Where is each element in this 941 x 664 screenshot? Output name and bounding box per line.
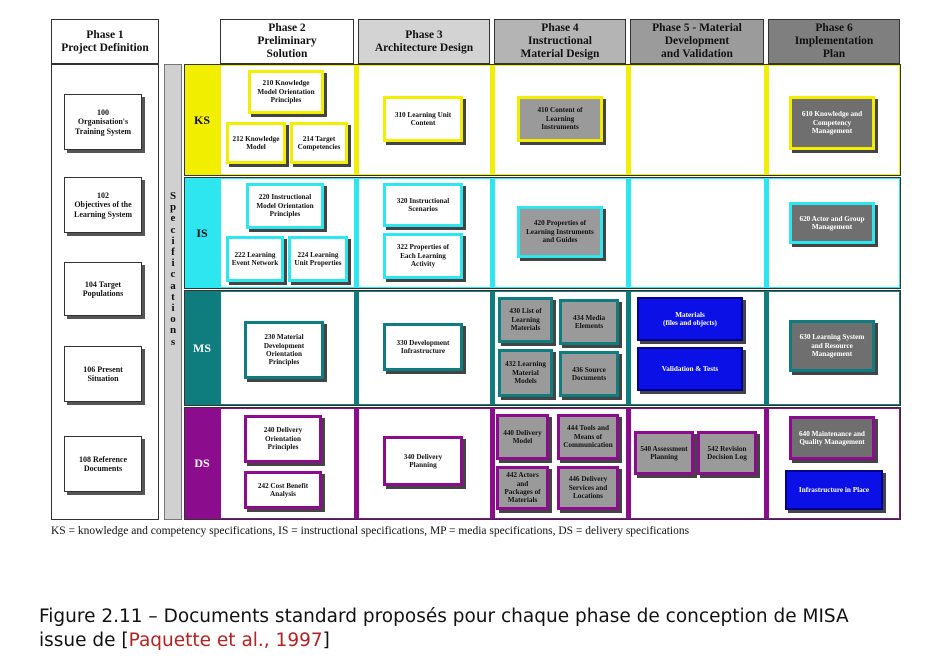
caption-line-1: Figure 2.11 – Documents standard proposé… [39, 606, 849, 627]
phase5-header: Phase 5 - Material Development and Valid… [630, 19, 764, 64]
box-630: 630 Learning System and Resource Managem… [789, 320, 875, 372]
caption-bracket-open: [ [121, 630, 129, 651]
is-label: IS [196, 225, 208, 240]
box-444: 444 Tools and Means of Communication [557, 414, 619, 460]
box-446: 446 Delivery Services and Locations [557, 466, 619, 510]
box-320: 320 Instructional Scenarios [383, 183, 463, 227]
phase6-header: Phase 6 Implementation Plan [768, 19, 900, 64]
phase1-box-106: 106 Present Situation [64, 346, 142, 402]
phase1-box-104: 104 Target Populations [64, 262, 142, 316]
caption-line-2: issue de [Paquette et al., 1997] [39, 629, 919, 653]
ms-label: MS [193, 340, 211, 355]
citation-link[interactable]: Paquette et al., 1997 [128, 630, 323, 651]
box-542: 542 Revision Decision Log [697, 431, 757, 475]
box-640: 640 Maintenance and Quality Management [789, 416, 875, 460]
figure-footnote: KS = knowledge and competency specificat… [51, 525, 690, 537]
box-620: 620 Actor and Group Management [789, 202, 875, 244]
box-340: 340 Delivery Planning [383, 436, 463, 486]
phase2-header: Phase 2 Preliminary Solution [220, 19, 354, 64]
box-240: 240 Delivery Orientation Principles [244, 415, 322, 463]
box-540: 540 Assessment Planning [634, 431, 694, 475]
box-322: 322 Properties of Each Learning Activity [383, 233, 463, 279]
box-310: 310 Learning Unit Content [383, 96, 463, 142]
box-434: 434 Media Elements [559, 299, 619, 345]
box-230: 230 Material Development Orientation Pri… [244, 321, 324, 379]
specifications-bar: S p e c i f i c a t i o n s [164, 64, 182, 520]
phase3-header: Phase 3 Architecture Design [358, 19, 490, 64]
infrastructure-box: Infrastructure in Place [785, 470, 883, 510]
cell-is-p5 [631, 179, 764, 287]
box-242: 242 Cost Benefit Analysis [244, 471, 322, 509]
box-224: 224 Learning Unit Properties [288, 236, 348, 282]
caption-bracket-close: ] [322, 630, 330, 651]
phase4-header: Phase 4 Instructional Material Design [494, 19, 626, 64]
ks-label: KS [193, 112, 210, 127]
box-436: 436 Source Documents [559, 351, 619, 397]
box-330: 330 Development Infrastructure [383, 323, 463, 371]
phase1-box-108: 108 Reference Documents [64, 436, 142, 492]
box-410: 410 Content of Learning Instruments [517, 96, 603, 142]
box-212: 212 Knowledge Model [226, 122, 286, 164]
validation-box: Validation & Tests [637, 347, 743, 391]
phase1-header: Phase 1 Project Definition [51, 19, 159, 64]
box-430: 430 List of Learning Materials [498, 297, 553, 343]
phase1-box-102: 102 Objectives of the Learning System [64, 177, 142, 233]
phase1-box-100: 100 Organisation's Training System [64, 94, 142, 150]
caption-prefix: issue de [39, 630, 122, 651]
box-222: 222 Learning Event Network [226, 236, 284, 282]
box-210: 210 Knowledge Model Orientation Principl… [248, 70, 324, 114]
figure-caption: Figure 2.11 – Documents standard proposé… [39, 605, 919, 653]
cell-ks-p5 [631, 66, 764, 174]
ds-label: DS [194, 456, 210, 470]
box-214: 214 Target Competencies [290, 122, 348, 164]
box-442: 442 Actors and Packages of Materials [496, 466, 549, 510]
box-610: 610 Knowledge and Competency Management [789, 96, 875, 150]
box-440: 440 Delivery Model [496, 414, 549, 460]
materials-box: Materials (files and objects) [637, 297, 743, 341]
box-220: 220 Instructional Model Orientation Prin… [246, 183, 324, 229]
box-432: 432 Learning Material Models [498, 349, 553, 397]
box-420: 420 Properties of Learning Instruments a… [517, 206, 603, 258]
